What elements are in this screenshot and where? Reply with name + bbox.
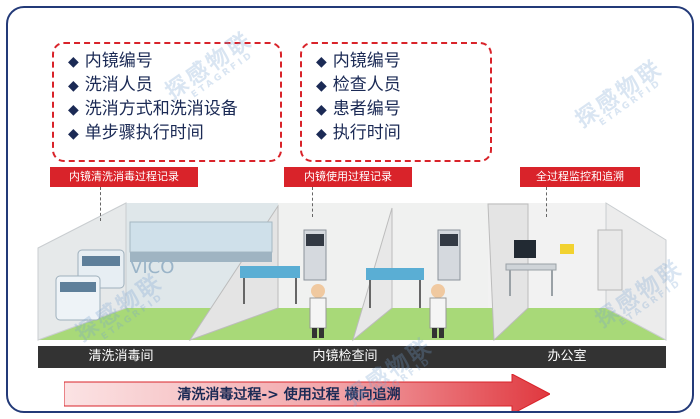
room-label-bar: [38, 346, 666, 368]
trace-direction-arrow: 清洗消毒过程-> 使用过程 横向追溯: [64, 374, 550, 411]
tag-connector-line: [100, 187, 101, 221]
office-cabinet: [597, 229, 623, 291]
info-item: ◆患者编号: [316, 99, 401, 119]
partition-3: [487, 203, 529, 342]
office-chair: [560, 244, 574, 254]
doctor-figure-2: [429, 284, 447, 338]
diamond-bullet-icon: ◆: [316, 54, 327, 70]
info-item: ◆检查人员: [316, 75, 401, 95]
diamond-bullet-icon: ◆: [68, 78, 79, 94]
diagram-frame: VICO: [6, 6, 694, 413]
info-item: ◆洗消方式和洗消设备: [68, 99, 238, 119]
diamond-bullet-icon: ◆: [68, 126, 79, 142]
diamond-bullet-icon: ◆: [68, 102, 79, 118]
office-desk: [505, 263, 557, 271]
exam-bed-2: [366, 268, 424, 280]
info-item: ◆内镜编号: [316, 51, 401, 71]
info-box-cleaning: ◆内镜编号 ◆洗消人员 ◆洗消方式和洗消设备 ◆单步骤执行时间: [52, 42, 282, 162]
room-label-examination: 内镜检查间: [312, 349, 378, 364]
tag-connector-line: [312, 187, 313, 217]
wash-counter: [129, 221, 273, 253]
arrow-label: 清洗消毒过程-> 使用过程 横向追溯: [177, 387, 401, 403]
tag-connector-line: [546, 187, 547, 217]
tag-cleaning-record: 内镜清洗消毒过程记录: [50, 167, 198, 187]
office-monitor: [514, 240, 536, 258]
info-item: ◆内镜编号: [68, 51, 153, 71]
doctor-figure-1: [309, 284, 327, 338]
scene-illustration: VICO: [37, 202, 667, 342]
info-box-usage: ◆内镜编号 ◆检查人员 ◆患者编号 ◆执行时间: [300, 42, 492, 162]
exam-bed-1: [240, 266, 300, 278]
arrow-shape: [64, 374, 550, 411]
diamond-bullet-icon: ◆: [68, 54, 79, 70]
scene-sign: VICO: [130, 257, 174, 278]
info-item: ◆单步骤执行时间: [68, 123, 204, 143]
info-item: ◆洗消人员: [68, 75, 153, 95]
info-item: ◆执行时间: [316, 123, 401, 143]
room-label-office: 办公室: [547, 349, 587, 364]
room-label-disinfection: 清洗消毒间: [88, 349, 154, 364]
tag-usage-record: 内镜使用过程记录: [284, 167, 412, 187]
tag-monitoring: 全过程监控和追溯: [520, 167, 640, 187]
diamond-bullet-icon: ◆: [316, 102, 327, 118]
diamond-bullet-icon: ◆: [316, 126, 327, 142]
diamond-bullet-icon: ◆: [316, 78, 327, 94]
